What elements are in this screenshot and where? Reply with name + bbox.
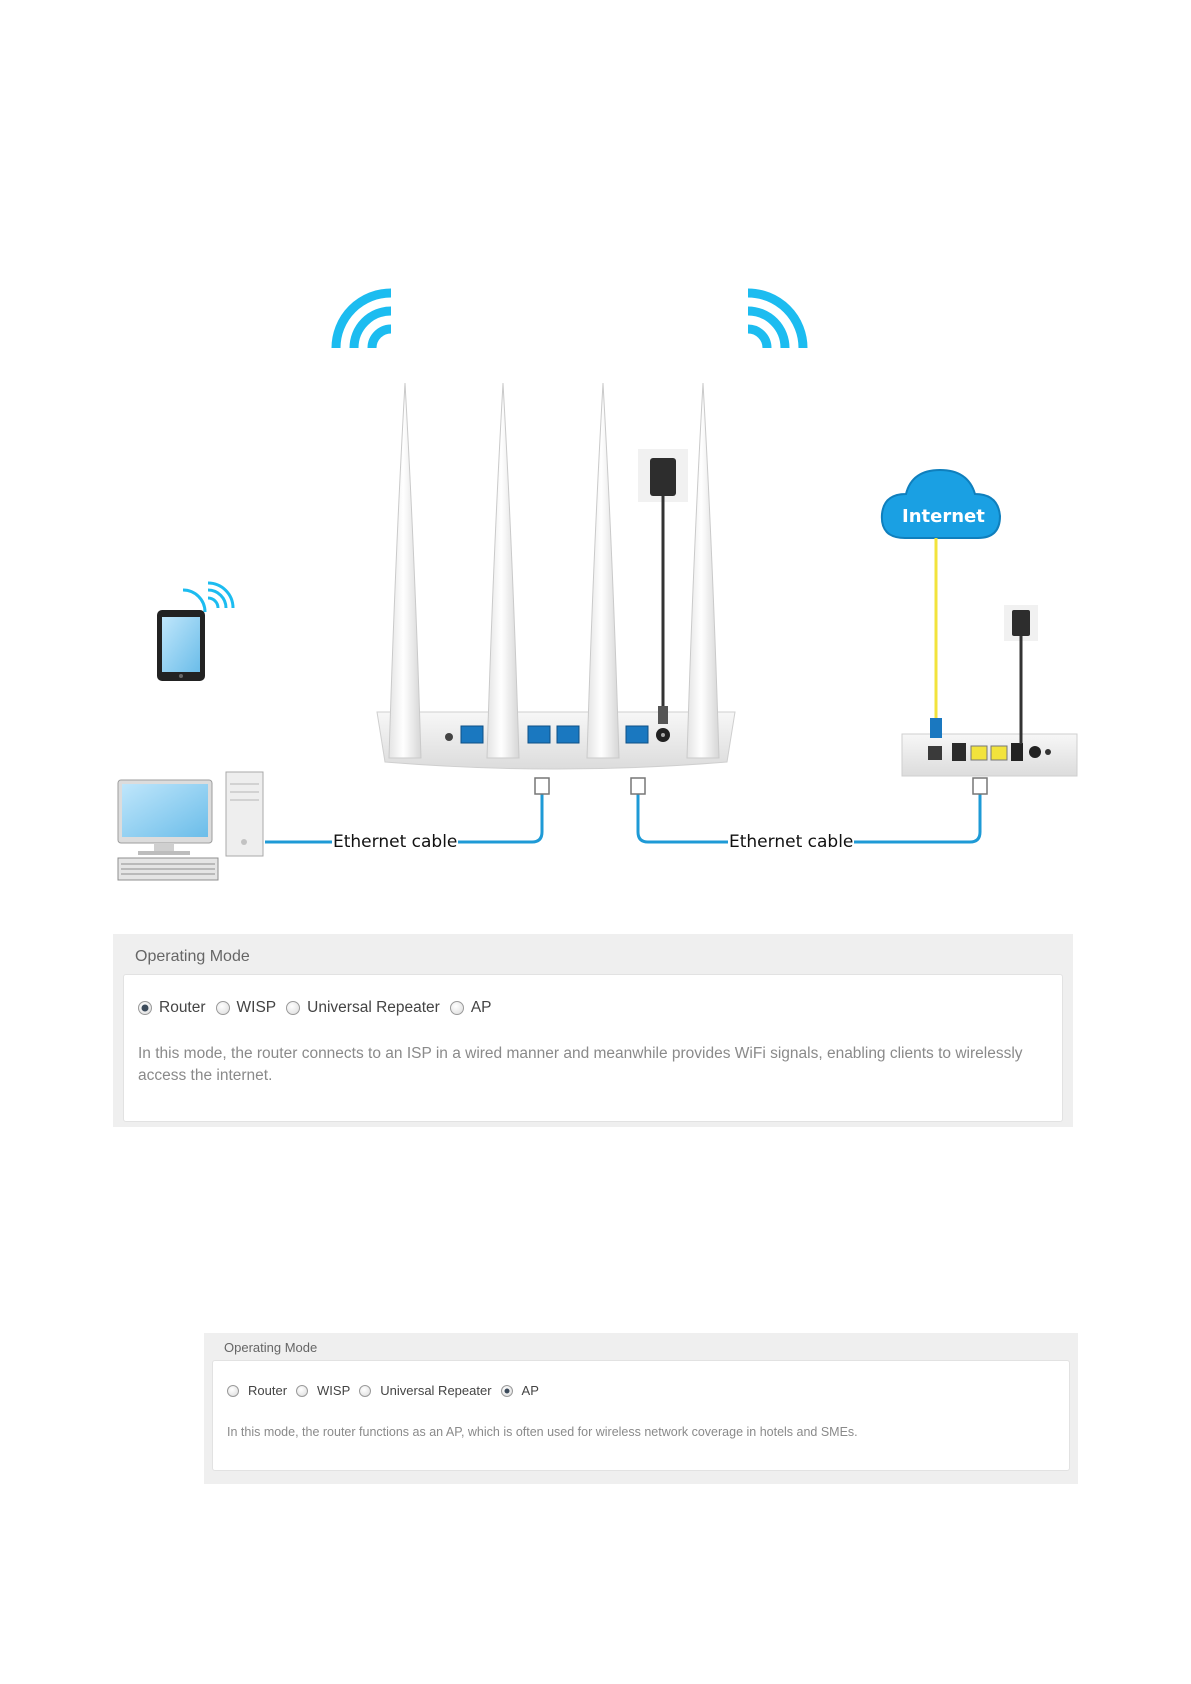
mode-label: Router xyxy=(159,999,206,1016)
network-diagram: Internet Ethernet cable Ethernet cable xyxy=(117,288,1078,881)
wifi-signal-icon xyxy=(331,288,392,349)
radio-wisp[interactable] xyxy=(215,1001,230,1015)
panel-title: Operating Mode xyxy=(224,1340,318,1355)
mode-description: In this mode, the router functions as an… xyxy=(227,1425,858,1439)
mode-label: Router xyxy=(248,1383,288,1398)
mode-option-router[interactable]: Router xyxy=(227,1383,287,1398)
operating-mode-panel-ap: Operating Mode Router WISP Universal Rep… xyxy=(204,1333,1078,1484)
desktop-computer-icon xyxy=(117,771,264,881)
mode-option-router[interactable]: Router xyxy=(138,999,206,1017)
mode-label: Universal Repeater xyxy=(380,1383,492,1398)
mode-option-ap[interactable]: AP xyxy=(500,1383,539,1398)
radio-router[interactable] xyxy=(227,1384,239,1397)
mode-option-ap[interactable]: AP xyxy=(449,999,492,1017)
mode-description: In this mode, the router connects to an … xyxy=(138,1045,1023,1084)
network-diagram-graphic xyxy=(117,288,1078,881)
mode-option-wisp[interactable]: WISP xyxy=(296,1383,350,1398)
radio-universal-repeater[interactable] xyxy=(359,1384,372,1397)
tablet-icon xyxy=(157,581,235,681)
mode-label: WISP xyxy=(236,999,277,1016)
panel-title: Operating Mode xyxy=(135,948,250,965)
mode-label: Universal Repeater xyxy=(307,999,440,1016)
mode-radio-group: Router WISP Universal Repeater AP xyxy=(227,1383,548,1398)
mode-radio-group: Router WISP Universal Repeater AP xyxy=(138,999,502,1017)
cloud-icon xyxy=(880,468,1002,539)
operating-mode-panel-router: Operating Mode Router WISP Universal Rep… xyxy=(113,934,1073,1127)
radio-wisp[interactable] xyxy=(296,1384,309,1397)
left-cable-label: Ethernet cable xyxy=(332,832,459,852)
cloud-label: Internet xyxy=(902,506,985,527)
modem-icon xyxy=(901,605,1078,777)
radio-router[interactable] xyxy=(138,1001,152,1015)
mode-label: AP xyxy=(470,999,492,1016)
mode-option-universal-repeater[interactable]: Universal Repeater xyxy=(286,999,440,1017)
radio-ap[interactable] xyxy=(500,1384,513,1397)
panel-body: Router WISP Universal Repeater AP In thi… xyxy=(212,1360,1070,1471)
router-icon xyxy=(376,382,736,770)
wifi-signal-icon xyxy=(747,288,808,349)
right-cable-label: Ethernet cable xyxy=(728,832,855,852)
mode-option-universal-repeater[interactable]: Universal Repeater xyxy=(359,1383,492,1398)
radio-ap[interactable] xyxy=(449,1001,464,1015)
panel-body: Router WISP Universal Repeater AP In thi… xyxy=(123,974,1063,1122)
mode-label: WISP xyxy=(317,1383,351,1398)
radio-universal-repeater[interactable] xyxy=(286,1001,301,1015)
mode-option-wisp[interactable]: WISP xyxy=(215,999,277,1017)
power-adapter-icon xyxy=(638,449,688,724)
mode-label: AP xyxy=(521,1383,539,1398)
